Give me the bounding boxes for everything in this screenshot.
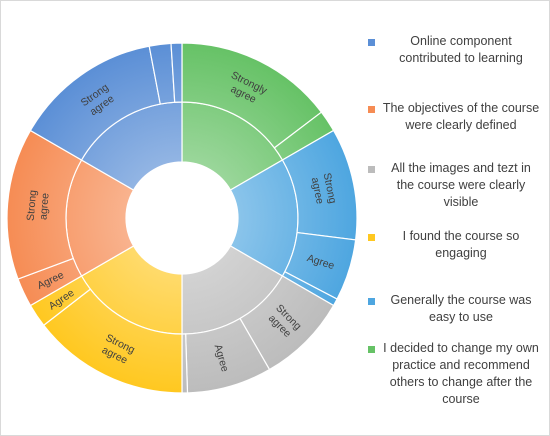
segment-label: Strongagree bbox=[25, 189, 52, 222]
legend-label: Generally the course was easy to use bbox=[390, 293, 532, 324]
legend-label: The objectives of the course were clearl… bbox=[382, 101, 540, 132]
legend-swatch bbox=[368, 346, 375, 353]
legend-label: All the images and tezt in the course we… bbox=[391, 161, 531, 209]
legend: Online component contributed to learning… bbox=[360, 0, 550, 436]
legend-swatch bbox=[368, 166, 375, 173]
legend-item: All the images and tezt in the course we… bbox=[360, 160, 546, 211]
legend-swatch bbox=[368, 106, 375, 113]
legend-swatch bbox=[368, 39, 375, 46]
outer-slice-0-2 bbox=[170, 42, 183, 103]
legend-item: Generally the course was easy to use bbox=[360, 292, 546, 326]
legend-item: I found the course so engaging bbox=[360, 228, 546, 262]
legend-swatch bbox=[368, 298, 375, 305]
legend-swatch bbox=[368, 234, 375, 241]
sunburst-chart: StronglyagreeStrongagreeAgreeStrongagree… bbox=[6, 42, 358, 394]
legend-label: I found the course so engaging bbox=[402, 229, 520, 260]
legend-item: I decided to change my own practice and … bbox=[360, 340, 546, 408]
legend-label: Online component contributed to learning bbox=[399, 34, 523, 65]
legend-item: Online component contributed to learning bbox=[360, 33, 546, 67]
segment-label: Strongagree bbox=[308, 172, 338, 207]
legend-item: The objectives of the course were clearl… bbox=[360, 100, 546, 134]
legend-label: I decided to change my own practice and … bbox=[383, 341, 539, 406]
